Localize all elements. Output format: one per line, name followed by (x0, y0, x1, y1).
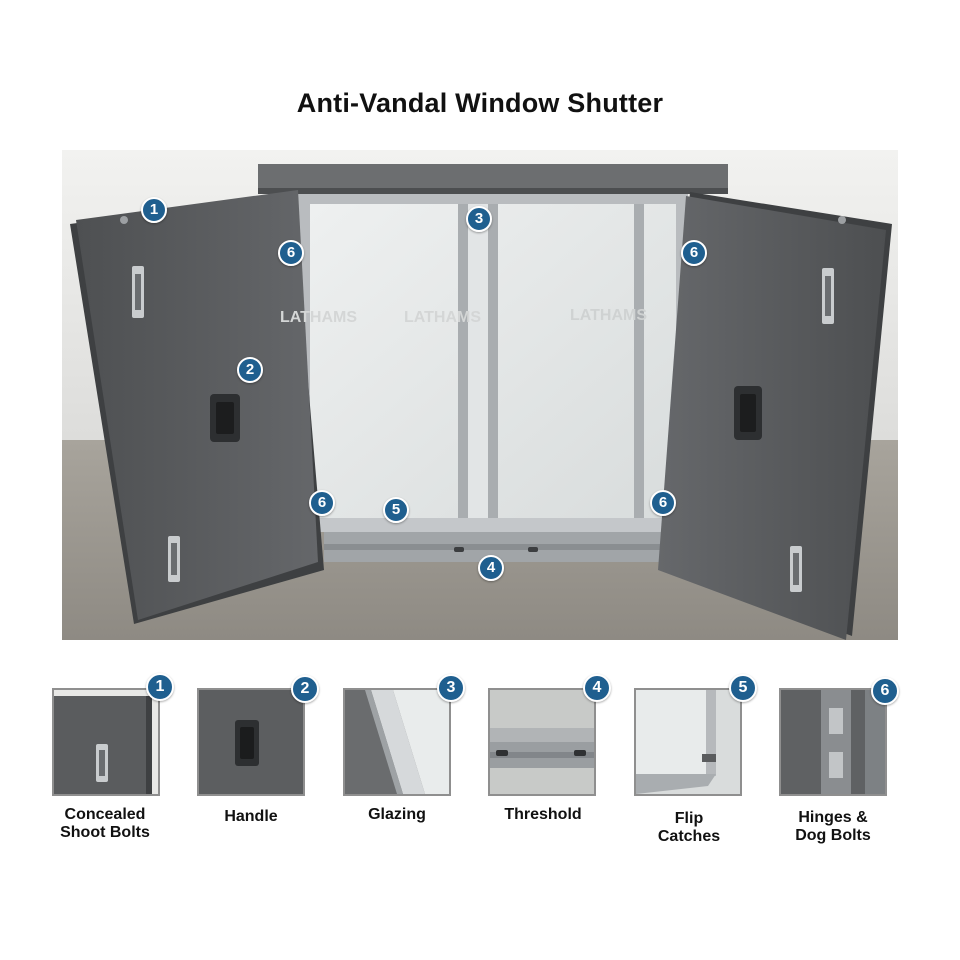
detail-badge-1: 1 (146, 673, 174, 701)
caption-line: Handle (224, 808, 278, 825)
watermark-center: LATHAMS (404, 309, 481, 326)
caption-line: Concealed (64, 806, 146, 823)
callout-flip-catch: 5 (383, 497, 409, 523)
caption-line: Dog Bolts (795, 827, 871, 844)
detail-badge-4: 4 (583, 674, 611, 702)
detail-glazing (343, 688, 451, 796)
detail-badge-6: 6 (871, 677, 899, 705)
callout-threshold: 4 (478, 555, 504, 581)
callout-hinge-top-right: 6 (681, 240, 707, 266)
callout-hinge-bottom-right: 6 (650, 490, 676, 516)
caption-line: Flip (674, 810, 704, 827)
caption-hinges: Hinges & Dog Bolts (758, 809, 908, 845)
detail-flip-catches (634, 688, 742, 796)
caption-line: Hinges & (798, 809, 868, 826)
callout-hinge-bottom-left: 6 (309, 490, 335, 516)
callout-glazing: 3 (466, 206, 492, 232)
caption-line: Threshold (504, 806, 582, 823)
main-shutter-photo: LATHAMS LATHAMS LATHAMS (62, 150, 898, 640)
caption-flip-catches: Flip Catches (614, 810, 764, 846)
detail-threshold (488, 688, 596, 796)
detail-hinges (779, 688, 887, 796)
callout-handle: 2 (237, 357, 263, 383)
caption-line: Glazing (368, 806, 426, 823)
detail-badge-3: 3 (437, 674, 465, 702)
caption-handle: Handle (176, 808, 326, 826)
page-title: Anti-Vandal Window Shutter (296, 88, 664, 118)
watermark-left: LATHAMS (280, 309, 357, 326)
callout-hinge-top-left: 6 (278, 240, 304, 266)
detail-handle (197, 688, 305, 796)
detail-shoot-bolts (52, 688, 160, 796)
caption-shoot-bolts: Concealed Shoot Bolts (30, 806, 180, 842)
detail-badge-5: 5 (729, 674, 757, 702)
caption-threshold: Threshold (468, 806, 618, 824)
watermark-right: LATHAMS (570, 307, 647, 324)
callout-shoot-bolt: 1 (141, 197, 167, 223)
detail-badge-2: 2 (291, 675, 319, 703)
caption-line: Catches (657, 828, 721, 845)
shutter-illustration: LATHAMS LATHAMS LATHAMS (62, 150, 898, 640)
caption-line: Shoot Bolts (60, 824, 150, 841)
caption-glazing: Glazing (322, 806, 472, 824)
